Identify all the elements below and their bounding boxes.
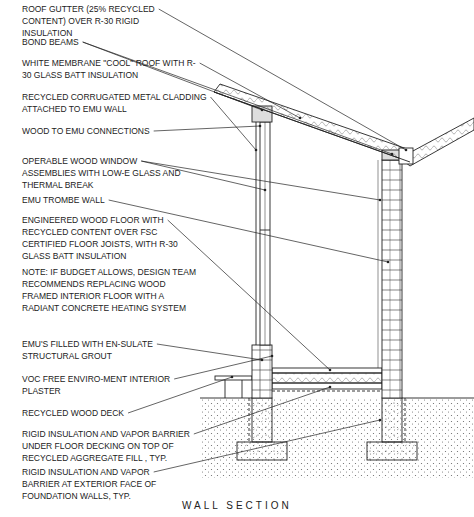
callout-label: ROOF GUTTER (25% RECYCLED CONTENT) OVER … [22,3,172,39]
leader-line [211,97,256,150]
leader-dot [329,369,332,372]
callout-label: VOC FREE ENVIRO-MENT INTERIOR PLASTER [22,373,172,397]
leader-dot [271,355,274,358]
drawing-title: WALL SECTION [182,500,292,511]
callout-label: RECYCLED CORRUGATED METAL CLADDING ATTAC… [22,91,207,115]
callout-label: ENGINEERED WOOD FLOOR WITH RECYCLED CONT… [22,214,200,262]
callout-label: EMU'S FILLED WITH EN-SULATE STRUCTURAL G… [22,338,172,362]
leader-dot [255,149,258,152]
leader-line [194,387,330,434]
leader-dot [299,117,302,120]
leader-line [157,344,262,360]
callout-label: BOND BEAMS [22,36,172,48]
callout-label: WHITE MEMBRANE "COOL" ROOF WITH R-30 GLA… [22,57,197,81]
leader-dot [391,153,394,156]
leader-dot [261,359,264,362]
callout-label: NOTE: IF BUDGET ALLOWS, DESIGN TEAM RECO… [22,266,197,314]
leader-line [141,161,380,200]
callout-label: EMU TROMBE WALL [22,194,192,206]
leader-dot [379,419,382,422]
leader-dot [379,199,382,202]
leader-dot [264,189,267,192]
leader-dot [387,261,390,264]
callout-label: RIGID INSULATION AND VAPOR BARRIER UNDER… [22,428,197,464]
leader-line [154,420,380,472]
callout-label: RECYCLED WOOD DECK [22,407,172,419]
leader-dot [329,386,332,389]
leader-line [200,63,300,118]
leader-dot [231,376,234,379]
leader-line [168,220,330,370]
leader-line [174,356,272,379]
leader-dot [405,149,408,152]
leader-dot [259,125,262,128]
leader-dot [261,109,264,112]
leader-line [154,126,260,131]
callout-label: RIGID INSULATION AND VAPOR BARRIER AT EX… [22,466,187,502]
callout-label: OPERABLE WOOD WINDOW ASSEMBLIES WITH LOW… [22,155,192,191]
callout-label: WOOD TO EMU CONNECTIONS [22,125,202,137]
